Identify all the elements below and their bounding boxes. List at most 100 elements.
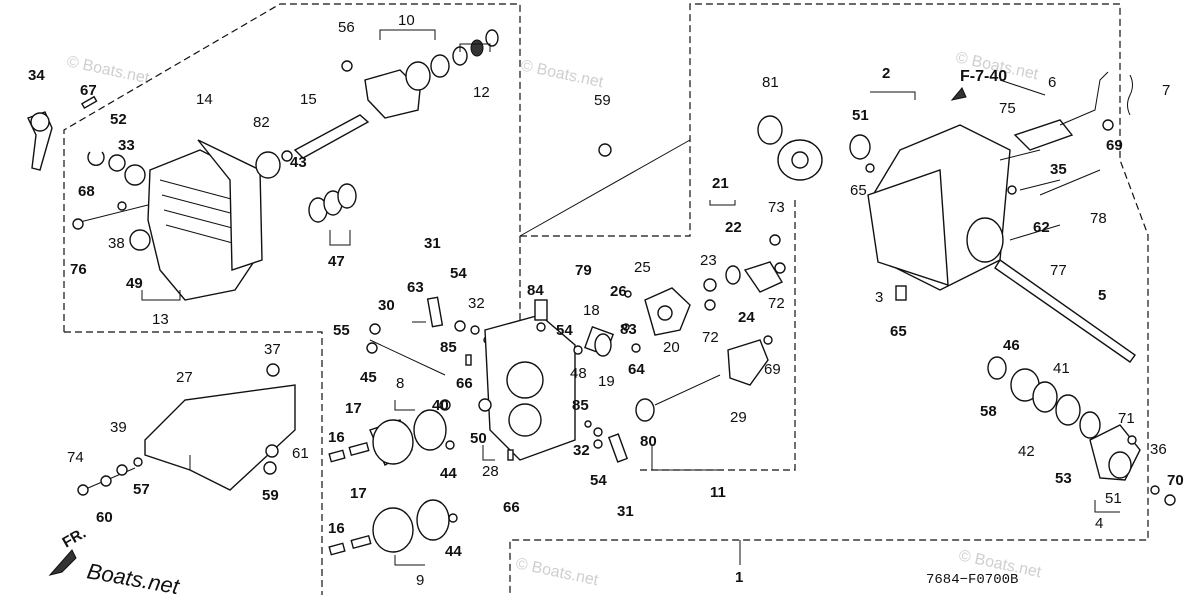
spring-17-bottom [350, 534, 372, 550]
part-label-44-bottom: 44 [445, 543, 462, 560]
part-label-56: 56 [338, 19, 355, 36]
bolt-69-mid [763, 335, 773, 345]
part-label-51-bottom: 51 [1105, 490, 1122, 507]
part-label-22: 22 [725, 219, 742, 236]
part-label-25: 25 [634, 259, 651, 276]
washer-54-mid [536, 322, 546, 332]
bearing-47c [337, 183, 357, 209]
part-label-26: 26 [610, 283, 627, 300]
part-label-21: 21 [712, 175, 729, 192]
seal-58 [987, 356, 1007, 380]
ball-83 [622, 323, 630, 331]
part-label-54-mid: 54 [556, 322, 573, 339]
part-label-4: 4 [1095, 515, 1103, 532]
ball-32-bottom [593, 427, 603, 437]
pin-64 [631, 343, 641, 353]
screw-45 [366, 342, 378, 354]
nut-59 [263, 461, 277, 475]
part-label-31-top: 31 [424, 235, 441, 252]
part-label-18: 18 [583, 302, 600, 319]
pin-44-bottom [448, 513, 458, 523]
pin-16-top [328, 449, 346, 463]
ref-arrow-f740 [999, 79, 1046, 96]
part-label-48: 48 [570, 365, 587, 382]
plate-24 [743, 261, 784, 293]
bolt-72-left [704, 299, 716, 311]
washer-39 [116, 464, 128, 476]
shaft-15 [293, 114, 370, 159]
nut-59-mid [598, 143, 612, 157]
seal-10a [405, 61, 431, 91]
pin-44-top [445, 440, 455, 450]
watermarks: © Boats.net © Boats.net © Boats.net © Bo… [65, 49, 1043, 589]
lever-34-hub [30, 112, 50, 132]
part-label-77: 77 [1050, 262, 1067, 279]
bracket-8 [394, 400, 415, 411]
cover-29 [727, 339, 769, 386]
ring-22 [725, 265, 741, 285]
part-label-79: 79 [575, 262, 592, 279]
washer-38 [117, 201, 127, 211]
bracket-13 [141, 290, 181, 301]
bracket-6 [1013, 119, 1074, 151]
part-label-42: 42 [1018, 443, 1035, 460]
part-label-74: 74 [67, 449, 84, 466]
part-label-43: 43 [290, 154, 307, 171]
bolt-74-head [77, 484, 89, 496]
seal-49 [129, 229, 151, 251]
bolt-72-right [774, 262, 786, 274]
bracket-28 [482, 445, 495, 461]
left-case-assembly [27, 95, 263, 301]
bracket-12 [459, 43, 491, 52]
ring-42 [1032, 381, 1058, 413]
part-label-52: 52 [110, 111, 127, 128]
brand-watermark: Boats.net [85, 558, 182, 599]
part-label-50: 50 [470, 430, 487, 447]
ball-32-top [470, 325, 480, 335]
clip-40 [439, 399, 451, 411]
shaft-30 [369, 339, 446, 376]
part-label-33: 33 [118, 137, 135, 154]
part-label-7: 7 [1162, 82, 1170, 99]
part-label-10: 10 [398, 12, 415, 29]
part-label-36: 36 [1150, 441, 1167, 458]
part-label-31-bottom: 31 [617, 503, 634, 520]
cover-plate-27 [144, 384, 296, 491]
front-indicator: FR. [48, 525, 89, 576]
bolt-76-head [72, 218, 84, 230]
part-label-57: 57 [133, 481, 150, 498]
pin-65-top [865, 163, 875, 173]
bracket-47 [329, 230, 351, 246]
part-label-35: 35 [1050, 161, 1067, 178]
shaft-5 [994, 259, 1136, 363]
main-assembly-outline [63, 3, 1149, 595]
shaft-11 [654, 374, 721, 406]
washer-55 [369, 323, 381, 335]
part-label-39: 39 [110, 419, 127, 436]
part-label-19: 19 [598, 373, 615, 390]
part-number-labels: 1 2 3 4 5 6 7 8 9 10 11 12 13 14 15 16 1… [28, 12, 1184, 589]
part-label-72-left: 72 [702, 329, 719, 346]
pin-67 [80, 95, 98, 110]
plug-50 [478, 398, 492, 412]
gear-ring-hub [791, 151, 809, 169]
part-label-81: 81 [762, 74, 779, 91]
collar-57 [133, 457, 143, 467]
part-label-63: 63 [407, 279, 424, 296]
part-label-85-top: 85 [440, 339, 457, 356]
ring-41 [1055, 394, 1081, 426]
part-label-27: 27 [176, 369, 193, 386]
assembly-outlines [63, 3, 1149, 595]
part-label-80: 80 [640, 433, 657, 450]
part-label-24: 24 [738, 309, 755, 326]
gear-group [584, 115, 823, 422]
ring-12c [485, 29, 499, 47]
part-label-59-top: 59 [594, 92, 611, 109]
part-label-71: 71 [1118, 410, 1135, 427]
part-label-3: 3 [875, 289, 883, 306]
part-label-78: 78 [1090, 210, 1107, 227]
part-label-8: 8 [396, 375, 404, 392]
housing-bore-top [506, 361, 544, 399]
part-label-34: 34 [28, 67, 45, 84]
lever-arm-10 [364, 69, 421, 119]
